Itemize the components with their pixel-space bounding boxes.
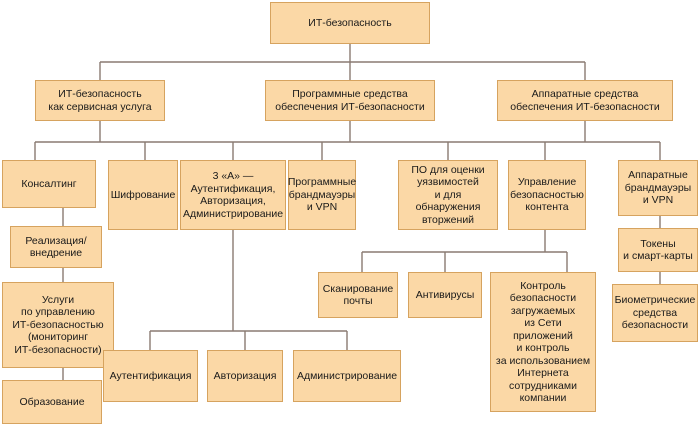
biometric-node: Биометрические средства безопасности [612, 284, 698, 342]
tokens-node: Токены и смарт-карты [618, 228, 698, 272]
education-node: Образование [2, 380, 102, 424]
administration-node: Администрирование [293, 350, 401, 402]
authentication-node: Аутентификация [103, 350, 198, 402]
management-services-node: Услуги по управлению ИТ-безопасностью (м… [2, 282, 114, 368]
three-a-node: 3 «А» — Аутентификация, Авторизация, Адм… [180, 160, 286, 230]
service-node: ИТ-безопасность как сервисная услуга [35, 80, 165, 121]
consulting-node: Консалтинг [2, 160, 96, 208]
authorization-node: Авторизация [207, 350, 283, 402]
software-node: Программные средства обеспечения ИТ-безо… [265, 80, 435, 121]
hardware-node: Аппаратные средства обеспечения ИТ-безоп… [497, 80, 673, 121]
download-control-node: Контроль безопасности загружаемых из Сет… [490, 272, 596, 412]
encryption-node: Шифрование [108, 160, 178, 230]
implementation-node: Реализация/ внедрение [10, 226, 102, 268]
software-firewalls-node: Программные брандмауэры и VPN [288, 160, 356, 230]
content-security-node: Управление безопасностью контента [508, 160, 586, 230]
vulnerability-detection-node: ПО для оценки уязвимостей и для обнаруже… [398, 160, 498, 230]
antivirus-node: Антивирусы [408, 272, 482, 318]
hardware-firewalls-node: Аппаратные брандмауэры и VPN [618, 160, 698, 216]
root-node: ИТ-безопасность [270, 2, 430, 44]
mail-scan-node: Сканирование почты [318, 272, 398, 318]
